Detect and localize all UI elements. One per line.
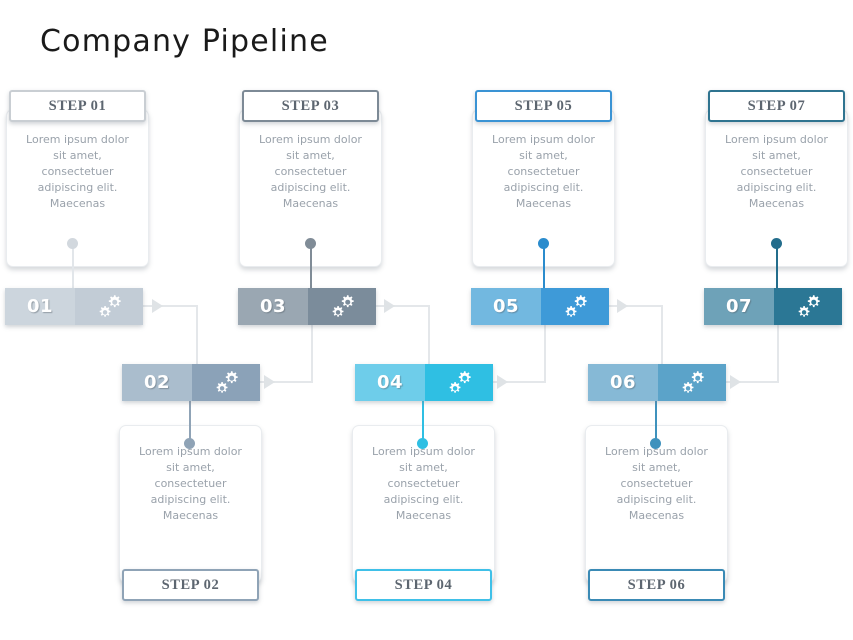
card-description-07: Lorem ipsum dolor sit amet, consectetuer…	[725, 133, 828, 210]
flow-segment-03-04-h1	[372, 305, 430, 307]
badge-label-07: STEP 07	[747, 97, 806, 114]
bar-number-07: 07	[704, 288, 774, 325]
card-description-02: Lorem ipsum dolor sit amet, consectetuer…	[139, 445, 242, 522]
flow-segment-06-07-v	[777, 305, 779, 383]
badge-step-04[interactable]: STEP 04	[355, 569, 492, 601]
flow-arrow-03-04	[384, 299, 395, 313]
dot-step-03	[305, 238, 316, 249]
badge-step-06[interactable]: STEP 06	[588, 569, 725, 601]
stem-step-01	[72, 243, 74, 289]
bar-number-05: 05	[471, 288, 541, 325]
badge-label-02: STEP 02	[161, 576, 220, 593]
bar-number-02: 02	[122, 364, 192, 401]
card-step-04[interactable]: Lorem ipsum dolor sit amet, consectetuer…	[352, 425, 495, 583]
flow-arrow-01-02	[152, 299, 163, 313]
page-title: Company Pipeline	[40, 24, 329, 59]
dot-step-06	[650, 438, 661, 449]
bar-step-03[interactable]: 03	[238, 288, 376, 325]
bar-step-05[interactable]: 05	[471, 288, 609, 325]
gears-icon	[658, 364, 726, 401]
bar-step-07[interactable]: 07	[704, 288, 842, 325]
flow-segment-01-02-h1	[140, 305, 198, 307]
gears-icon	[774, 288, 842, 325]
bar-number-01: 01	[5, 288, 75, 325]
bar-step-01[interactable]: 01	[5, 288, 143, 325]
card-description-01: Lorem ipsum dolor sit amet, consectetuer…	[26, 133, 129, 210]
bar-step-04[interactable]: 04	[355, 364, 493, 401]
badge-step-07[interactable]: STEP 07	[708, 90, 845, 122]
card-description-05: Lorem ipsum dolor sit amet, consectetuer…	[492, 133, 595, 210]
gears-icon	[541, 288, 609, 325]
gears-icon	[192, 364, 260, 401]
badge-step-05[interactable]: STEP 05	[475, 90, 612, 122]
card-description-06: Lorem ipsum dolor sit amet, consectetuer…	[605, 445, 708, 522]
dot-step-05	[538, 238, 549, 249]
badge-label-03: STEP 03	[281, 97, 340, 114]
card-step-03[interactable]: Lorem ipsum dolor sit amet, consectetuer…	[239, 109, 382, 267]
flow-segment-04-05-h1	[484, 381, 546, 383]
stem-step-03	[310, 243, 312, 289]
gears-icon	[425, 364, 493, 401]
flow-segment-02-03-h1	[251, 381, 313, 383]
stem-step-06	[655, 401, 657, 443]
badge-label-05: STEP 05	[514, 97, 573, 114]
card-description-04: Lorem ipsum dolor sit amet, consectetuer…	[372, 445, 475, 522]
stem-step-02	[189, 401, 191, 443]
flow-segment-05-06-h1	[605, 305, 663, 307]
flow-segment-06-07-h1	[717, 381, 779, 383]
dot-step-01	[67, 238, 78, 249]
dot-step-02	[184, 438, 195, 449]
bar-step-02[interactable]: 02	[122, 364, 260, 401]
flow-arrow-04-05	[497, 375, 508, 389]
flow-segment-03-04-v	[428, 305, 430, 383]
stem-step-04	[422, 401, 424, 443]
card-description-03: Lorem ipsum dolor sit amet, consectetuer…	[259, 133, 362, 210]
dot-step-04	[417, 438, 428, 449]
badge-step-02[interactable]: STEP 02	[122, 569, 259, 601]
flow-segment-04-05-v	[544, 305, 546, 383]
gears-icon	[75, 288, 143, 325]
flow-segment-05-06-v	[661, 305, 663, 383]
stem-step-05	[543, 243, 545, 289]
stem-step-07	[776, 243, 778, 289]
card-step-02[interactable]: Lorem ipsum dolor sit amet, consectetuer…	[119, 425, 262, 583]
badge-label-04: STEP 04	[394, 576, 453, 593]
bar-number-04: 04	[355, 364, 425, 401]
badge-step-03[interactable]: STEP 03	[242, 90, 379, 122]
flow-arrow-05-06	[617, 299, 628, 313]
bar-number-06: 06	[588, 364, 658, 401]
flow-segment-01-02-v	[196, 305, 198, 383]
bar-step-06[interactable]: 06	[588, 364, 726, 401]
flow-arrow-02-03	[264, 375, 275, 389]
badge-label-06: STEP 06	[627, 576, 686, 593]
gears-icon	[308, 288, 376, 325]
flow-segment-02-03-v	[311, 305, 313, 383]
card-step-06[interactable]: Lorem ipsum dolor sit amet, consectetuer…	[585, 425, 728, 583]
bar-number-03: 03	[238, 288, 308, 325]
badge-label-01: STEP 01	[48, 97, 107, 114]
dot-step-07	[771, 238, 782, 249]
badge-step-01[interactable]: STEP 01	[9, 90, 146, 122]
card-step-01[interactable]: Lorem ipsum dolor sit amet, consectetuer…	[6, 109, 149, 267]
flow-arrow-06-07	[730, 375, 741, 389]
